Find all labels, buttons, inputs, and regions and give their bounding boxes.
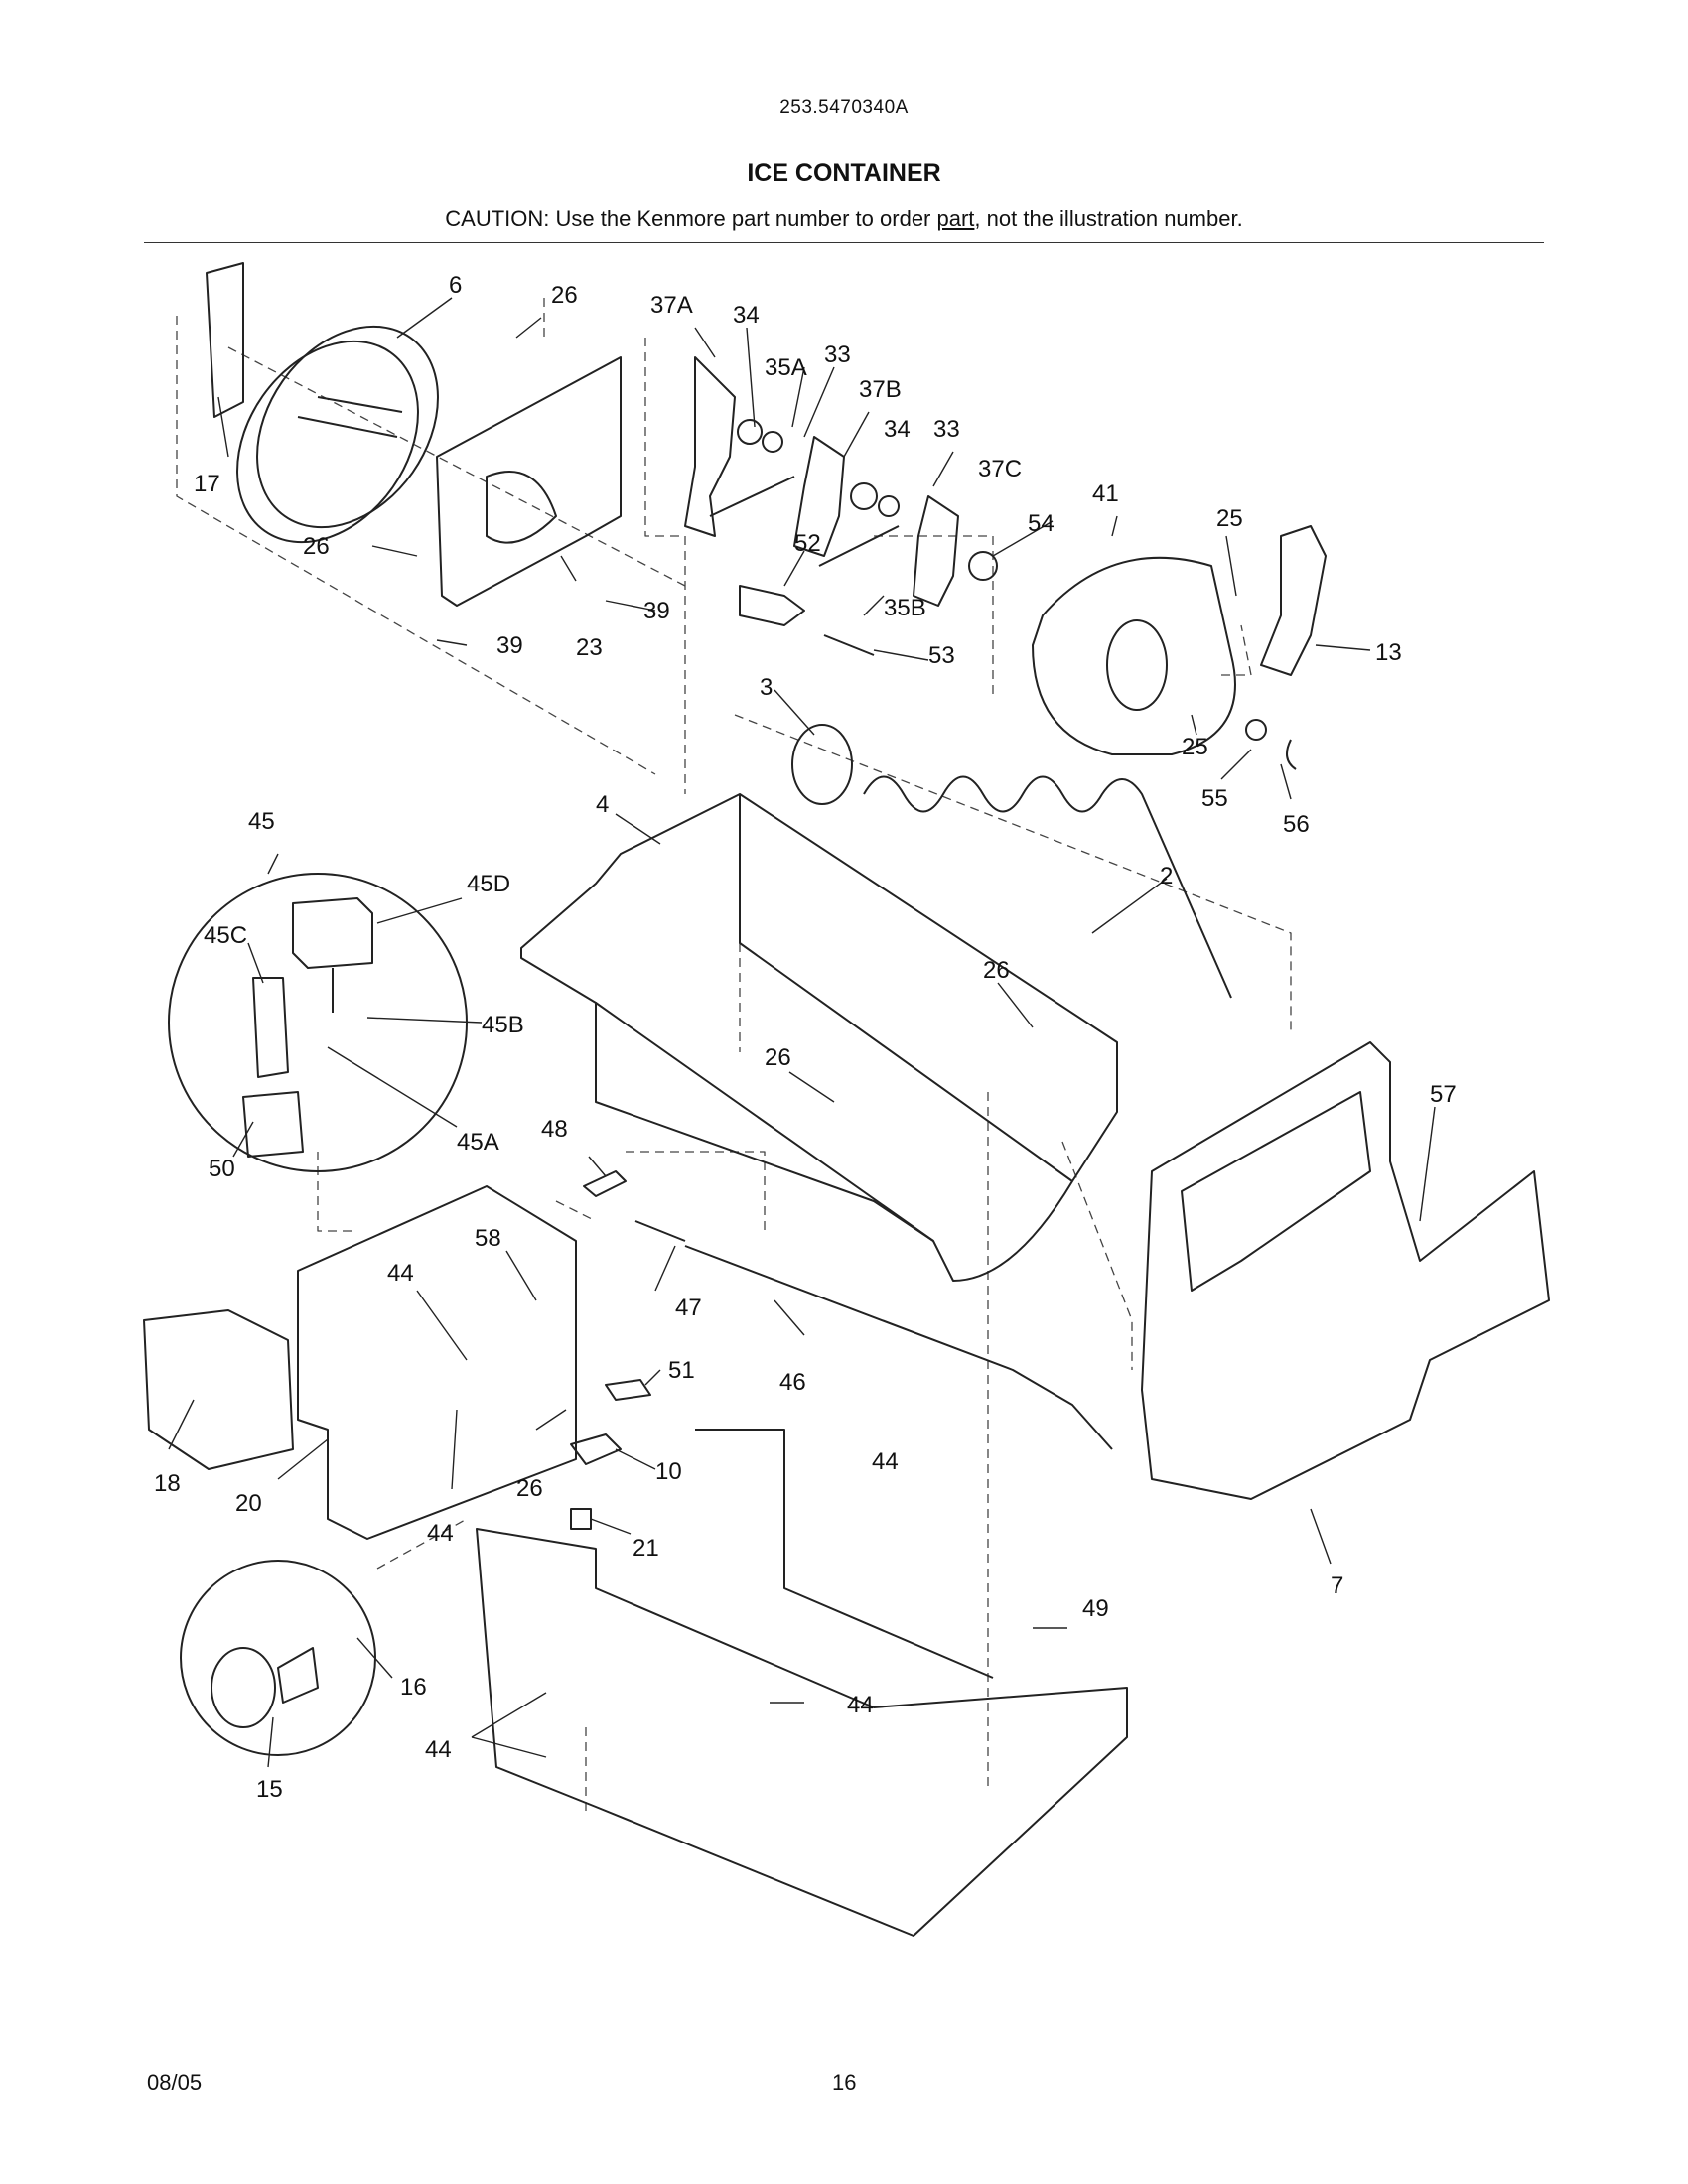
callout-37A: 37A: [650, 292, 693, 319]
detail-circle-lamp: [180, 1560, 376, 1756]
callout-10: 10: [655, 1458, 682, 1485]
footer-date: 08/05: [147, 2070, 203, 2095]
filter-strip-shape: [206, 262, 244, 418]
callout-37C: 37C: [978, 456, 1022, 482]
callout-26-top: 26: [551, 282, 578, 309]
actuator-rod-shape: [684, 1245, 1113, 1450]
callout-34-upper: 34: [733, 302, 760, 329]
motor-bracket-shape: [297, 1185, 577, 1540]
callout-45: 45: [248, 808, 275, 835]
callout-45A: 45A: [457, 1129, 499, 1156]
callout-16: 16: [400, 1674, 427, 1701]
caution-underlined-word: part: [936, 206, 975, 231]
auger-drum-shape: [236, 325, 439, 544]
callout-35B: 35B: [884, 595, 926, 621]
callout-45B: 45B: [482, 1012, 524, 1038]
callout-2: 2: [1160, 863, 1173, 889]
relay-shape: [570, 1508, 592, 1530]
gear-set-shape: [684, 356, 998, 607]
bearing-shape: [791, 724, 853, 805]
front-panel-shape: [1141, 1041, 1550, 1500]
callout-48: 48: [541, 1116, 568, 1143]
callout-26-bracket: 26: [516, 1475, 543, 1502]
callout-44-lower-left: 44: [427, 1520, 454, 1547]
callout-13: 13: [1375, 639, 1402, 666]
callout-37B: 37B: [859, 376, 902, 403]
shaft-shape: [823, 634, 875, 656]
assembly-guide-lines: [176, 298, 1292, 1817]
callout-17: 17: [194, 471, 220, 497]
spring-shape: [634, 1220, 686, 1242]
switch-shape: [570, 1433, 622, 1465]
ice-bucket-shape: [520, 793, 1118, 1282]
page-number: 16: [832, 2070, 857, 2095]
callout-56: 56: [1283, 811, 1310, 838]
callout-44-bottom: 44: [425, 1736, 452, 1763]
lever-shape: [605, 1379, 651, 1401]
callout-44-right: 44: [872, 1448, 899, 1475]
caution-note: CAUTION: Use the Kenmore part number to …: [0, 206, 1688, 232]
caution-text-end: , not the illustration number.: [974, 206, 1243, 231]
page-title: ICE CONTAINER: [747, 159, 941, 187]
callout-53: 53: [928, 642, 955, 669]
callout-45D: 45D: [467, 871, 510, 897]
callout-52: 52: [794, 530, 821, 557]
back-plate-shape: [436, 356, 622, 607]
callout-26-bucket-right: 26: [983, 957, 1010, 984]
motor-shape: [143, 1309, 294, 1470]
callout-leader-lines: [168, 297, 1436, 1768]
header-divider: [144, 242, 1544, 243]
callout-18: 18: [154, 1470, 181, 1497]
washer-shape: [1245, 719, 1267, 741]
auger-spring-shape: [863, 775, 1232, 999]
callout-25-upper: 25: [1216, 505, 1243, 532]
callout-21: 21: [633, 1535, 659, 1562]
callout-51: 51: [668, 1357, 695, 1384]
callout-35A: 35A: [765, 354, 807, 381]
detail-circle-solenoid: [168, 873, 468, 1172]
callout-46: 46: [779, 1369, 806, 1396]
callout-34-lower: 34: [884, 416, 911, 443]
callout-33-upper: 33: [824, 341, 851, 368]
callout-26-bucket-center: 26: [765, 1044, 791, 1071]
callout-4: 4: [596, 791, 609, 818]
callout-50: 50: [209, 1156, 235, 1182]
callout-23: 23: [576, 634, 603, 661]
callout-44-upper: 44: [387, 1260, 414, 1287]
clip-ring-shape: [1286, 739, 1297, 770]
callout-25-lower: 25: [1182, 734, 1208, 760]
callout-39-left: 39: [496, 632, 523, 659]
callout-33-lower: 33: [933, 416, 960, 443]
callout-6: 6: [449, 272, 462, 299]
callout-7: 7: [1331, 1572, 1343, 1599]
model-number: 253.5470340A: [779, 97, 909, 118]
callout-55: 55: [1201, 785, 1228, 812]
callout-39-right: 39: [643, 598, 670, 624]
callout-47: 47: [675, 1295, 702, 1321]
gear-housing-shape: [1032, 556, 1236, 755]
callout-15: 15: [256, 1776, 283, 1803]
callout-54: 54: [1028, 510, 1055, 537]
callout-41: 41: [1092, 480, 1119, 507]
callout-49: 49: [1082, 1595, 1109, 1622]
callout-58: 58: [475, 1225, 501, 1252]
ice-guide-shape: [1260, 525, 1327, 676]
caution-text-start: CAUTION: Use the Kenmore part number to …: [445, 206, 937, 231]
dispenser-housing-shape: [476, 1528, 1128, 1937]
callout-3: 3: [760, 674, 773, 701]
callout-44-housing: 44: [847, 1692, 874, 1718]
callout-20: 20: [235, 1490, 262, 1517]
callout-57: 57: [1430, 1081, 1457, 1108]
motor-coupler-shape: [739, 585, 805, 626]
callout-26-left: 26: [303, 533, 330, 560]
callout-45C: 45C: [204, 922, 247, 949]
